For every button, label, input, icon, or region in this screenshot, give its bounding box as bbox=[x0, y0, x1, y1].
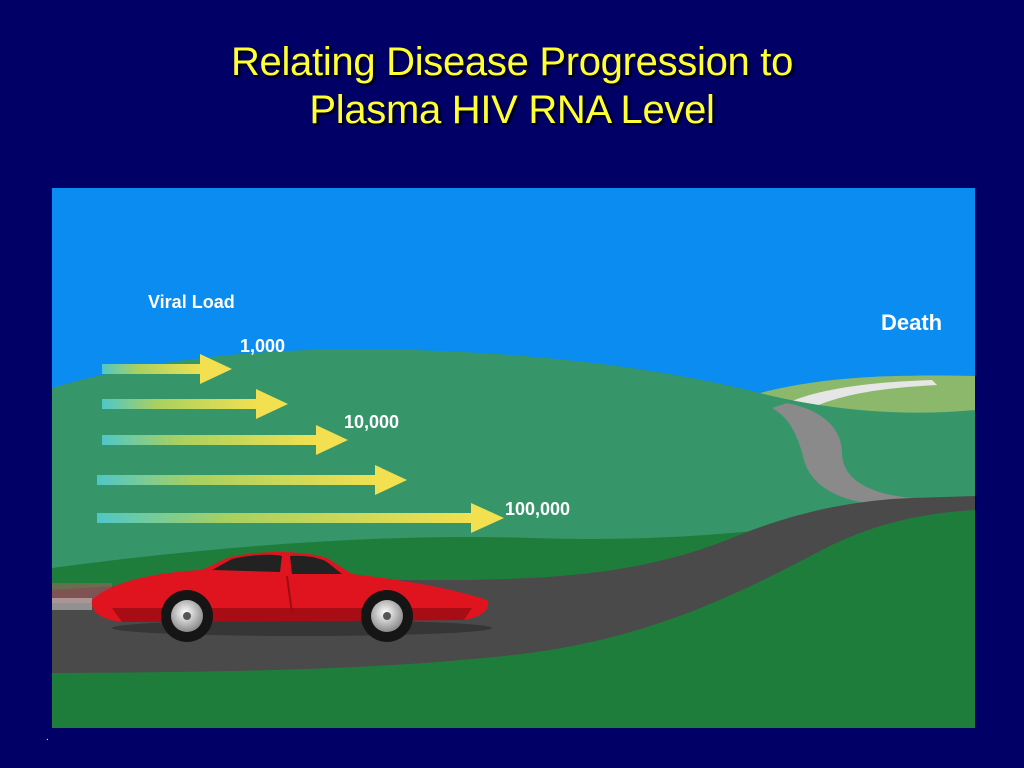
road-scene: Viral Load 1,000 10,000 100,000 Death bbox=[52, 188, 975, 728]
scene-illustration bbox=[52, 188, 975, 728]
speed-arrows bbox=[97, 354, 504, 533]
speed-arrow-3 bbox=[102, 425, 348, 455]
speed-arrow-5 bbox=[97, 503, 504, 533]
red-sports-car-icon bbox=[52, 552, 492, 642]
viral-load-level-1: 1,000 bbox=[240, 336, 286, 356]
death-label: Death bbox=[881, 310, 943, 335]
viral-load-level-3: 100,000 bbox=[505, 499, 571, 519]
speed-arrow-2 bbox=[102, 389, 288, 419]
viral-load-level-2: 10,000 bbox=[344, 412, 400, 432]
speed-arrow-1 bbox=[102, 354, 232, 384]
mid-road bbox=[772, 403, 912, 506]
footer-mark: . bbox=[46, 732, 49, 743]
title-line-1: Relating Disease Progression to bbox=[230, 40, 794, 84]
far-road bbox=[787, 380, 937, 408]
title-line-2: Plasma HIV RNA Level bbox=[309, 88, 715, 132]
slide-title: Relating Disease Progression to Plasma H… bbox=[0, 38, 1024, 134]
speed-arrow-4 bbox=[97, 465, 407, 495]
viral-load-heading: Viral Load bbox=[148, 292, 235, 312]
